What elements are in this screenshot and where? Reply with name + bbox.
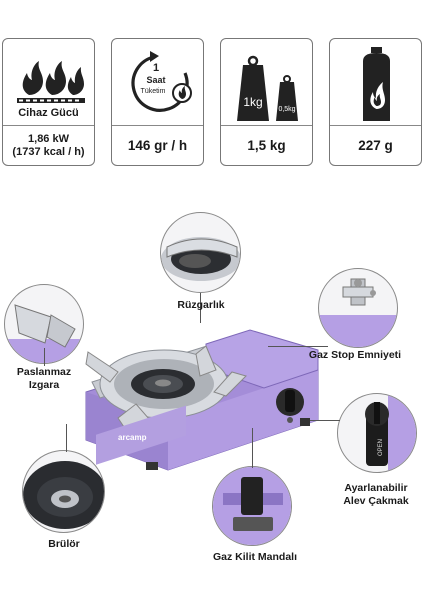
- igniter-label: Ayarlanabilir Alev Çakmak: [330, 482, 422, 507]
- gas-lock-connector: [252, 428, 253, 468]
- weights-icon: 1kg 0,5kg: [221, 39, 312, 125]
- flame-burner-icon: Cihaz Gücü: [3, 39, 94, 125]
- igniter-connector: [310, 420, 340, 421]
- grate-label-line2: Izgara: [28, 378, 60, 391]
- burner-label: Brülör: [48, 538, 80, 550]
- clock-flame-icon: 1 Saat Tüketim: [112, 39, 203, 125]
- clock-tuketim: Tüketim: [141, 88, 166, 95]
- windshield-callout: [160, 212, 241, 293]
- gas-lock-label: Gaz Kilit Mandalı: [212, 551, 297, 563]
- weight-small-label: 0,5kg: [278, 106, 295, 113]
- divider: [330, 125, 421, 126]
- brand-logo-text: arcamp: [118, 433, 147, 442]
- spec-power-value: 1,86 kW (1737 kcal / h): [3, 127, 94, 165]
- igniter-callout: OPEN: [337, 393, 417, 473]
- divider: [3, 125, 94, 126]
- burner-callout: [22, 450, 105, 533]
- gas-lock-callout: [212, 466, 292, 546]
- igniter-label-line2: Alev Çakmak: [343, 494, 409, 507]
- spec-power-kw: 1,86 kW: [28, 133, 69, 146]
- gas-stop-label: Gaz Stop Emniyeti: [308, 349, 402, 361]
- divider: [112, 125, 203, 126]
- gas-stop-callout: [318, 268, 398, 348]
- clock-number: 1: [153, 62, 159, 74]
- grate-label: Paslanmaz Izgara: [6, 366, 82, 391]
- burner-connector: [66, 424, 67, 452]
- spec-power-label: Cihaz Gücü: [18, 107, 79, 119]
- clock-saat: Saat: [146, 75, 165, 85]
- gas-canister-icon: [330, 39, 421, 125]
- spec-weight-value: 1,5 kg: [247, 138, 286, 154]
- spec-power-kcal: (1737 kcal / h): [12, 146, 85, 158]
- grate-connector: [44, 348, 45, 366]
- weight-big-label: 1kg: [243, 95, 262, 109]
- gas-stop-connector: [268, 346, 328, 347]
- windshield-connector: [200, 293, 201, 323]
- divider: [221, 125, 312, 126]
- spec-canister-value: 227 g: [358, 138, 393, 154]
- grate-label-line1: Paslanmaz: [16, 366, 72, 378]
- spec-consumption-value: 146 gr / h: [127, 138, 188, 154]
- spec-card-weight: 1kg 0,5kg 1,5 kg: [220, 38, 313, 166]
- svg-text:OPEN: OPEN: [378, 439, 384, 456]
- spec-card-canister: 227 g: [329, 38, 422, 166]
- igniter-label-line1: Ayarlanabilir: [344, 482, 408, 494]
- spec-card-power: Cihaz Gücü 1,86 kW (1737 kcal / h): [2, 38, 95, 166]
- spec-card-consumption: 1 Saat Tüketim 146 gr / h: [111, 38, 204, 166]
- windshield-label: Rüzgarlık: [177, 299, 225, 311]
